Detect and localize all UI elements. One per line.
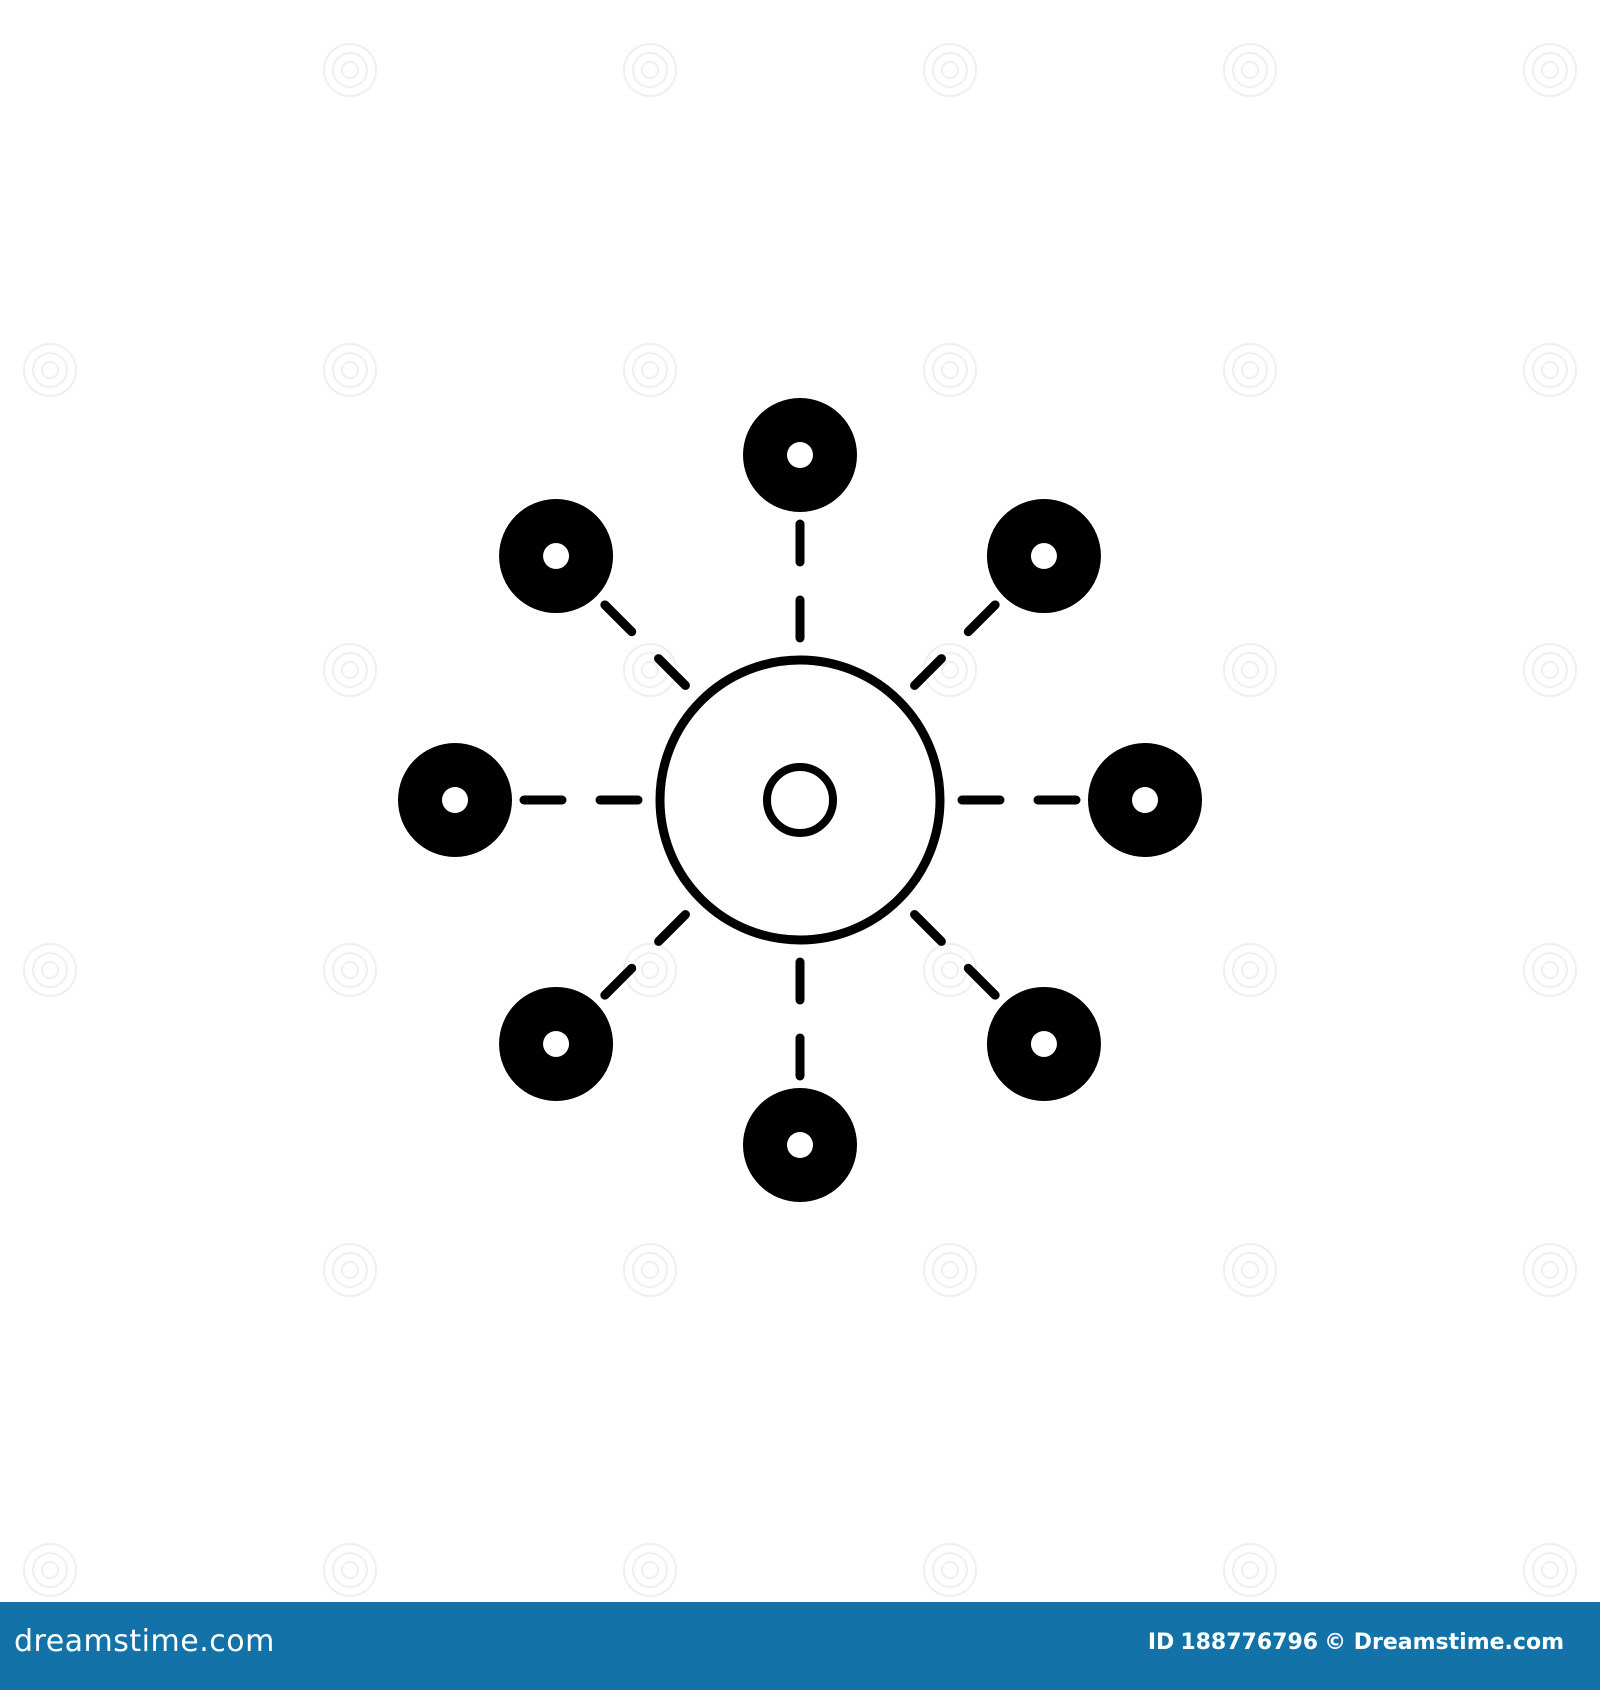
connector-dash-top-right-1 [910, 654, 946, 690]
outer-node-right [1088, 743, 1202, 857]
outer-node-top-left [499, 499, 614, 614]
network-diagram-icon [398, 398, 1202, 1202]
outer-node-dot [543, 1030, 570, 1057]
connector-dash-top-left-2 [600, 600, 637, 637]
connector-dash-bottom-right-2 [963, 963, 1000, 1000]
outer-node-dot [787, 1132, 813, 1158]
outer-node-top [743, 398, 857, 512]
connector-dash-bottom-left-2 [600, 963, 637, 1000]
connector-group [519, 519, 1081, 1081]
outer-node-bottom-left [499, 986, 614, 1101]
connector-dash-top-right-2 [963, 600, 1000, 637]
id-number: 188776796 [1180, 1630, 1319, 1655]
connector-dash-bottom-left-1 [654, 910, 690, 946]
outer-node-dot [1030, 543, 1057, 570]
outer-node-dot [787, 442, 813, 468]
hub-inner-ring [763, 763, 837, 837]
credit-text: © Dreamstime.com [1324, 1630, 1564, 1655]
outer-node-dot [1132, 787, 1158, 813]
outer-node-bottom-right [986, 986, 1101, 1101]
central-hub-node [655, 655, 945, 945]
id-label: ID [1147, 1630, 1175, 1655]
outer-node-dot [543, 543, 570, 570]
outer-node-dot [442, 787, 468, 813]
outer-node-top-right [986, 499, 1101, 614]
outer-node-left [398, 743, 512, 857]
outer-node-bottom [743, 1088, 857, 1202]
outer-node-dot [1030, 1030, 1057, 1057]
node-group [398, 398, 1202, 1202]
connector-dash-top-left-1 [654, 654, 690, 690]
site-logo: dreamstime.com [14, 1624, 275, 1659]
connector-dash-bottom-right-1 [910, 910, 946, 946]
